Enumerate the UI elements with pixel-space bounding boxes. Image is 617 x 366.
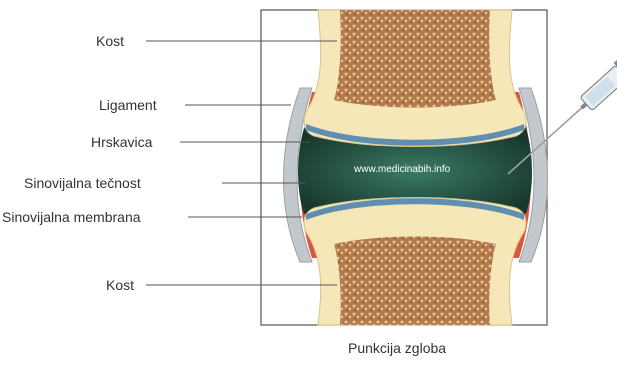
label-ligament: Ligament — [99, 97, 157, 113]
label-bone-top: Kost — [96, 33, 124, 49]
label-synovial-membrane: Sinovijalna membrana — [2, 209, 141, 225]
marrow-bottom — [334, 237, 496, 326]
watermark: www.medicinabih.info — [354, 164, 450, 175]
marrow-top — [334, 10, 496, 108]
label-cartilage: Hrskavica — [91, 134, 152, 150]
label-synovial-fluid: Sinovijalna tečnost — [24, 175, 141, 191]
label-bone-bottom: Kost — [106, 277, 134, 293]
caption: Punkcija zgloba — [348, 340, 446, 356]
